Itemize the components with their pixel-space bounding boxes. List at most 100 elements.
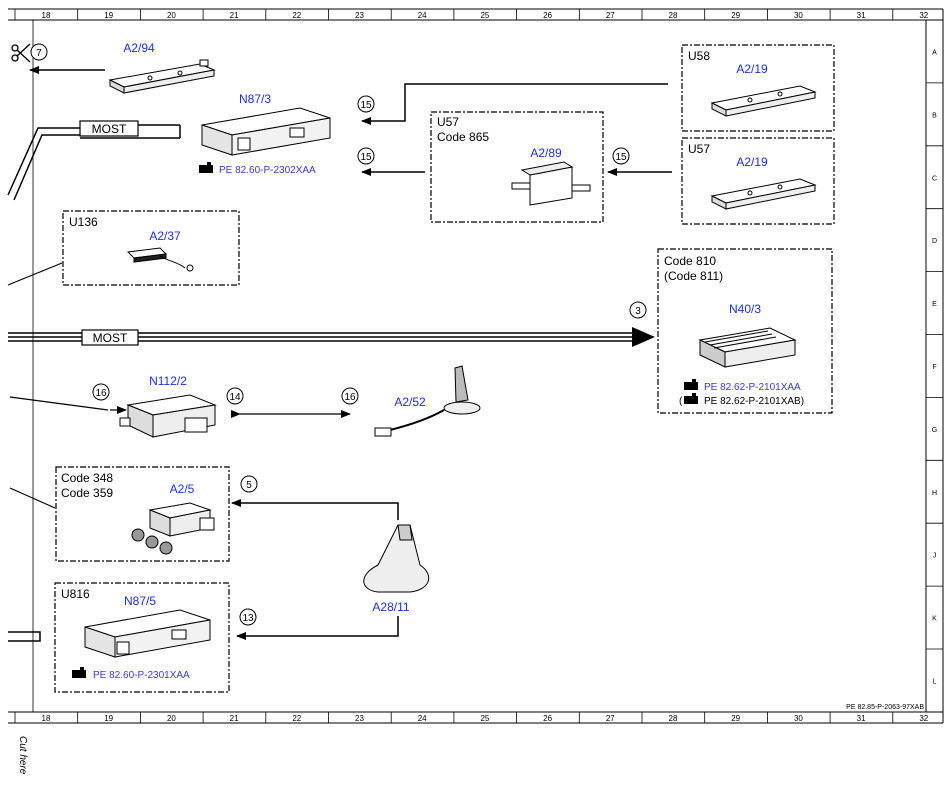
callout-16-right: 16 [341,387,359,405]
column-label: 32 [919,11,928,20]
box-code348 [55,466,230,562]
column-label: 30 [794,714,803,723]
label-a2-5: A2/5 [170,482,195,496]
component-a2-89 [511,161,591,206]
column-label: 20 [167,11,176,20]
svg-text:5: 5 [246,480,252,491]
svg-text:13: 13 [242,613,254,624]
column-label: 31 [857,714,866,723]
callout-13: 13 [239,608,257,626]
callout-5: 5 [240,475,258,493]
svg-text:15: 15 [615,152,627,163]
row-label: A [932,49,937,56]
scissors-icon [11,43,31,63]
document-id: PE 82.85-P-2063-97XAB [846,704,924,711]
column-label: 24 [418,714,427,723]
column-label: 28 [669,11,678,20]
column-label: 18 [42,11,51,20]
column-label: 26 [543,11,552,20]
ref-n87-5: PE 82.60-P-2301XAA [93,670,190,681]
callout-14: 14 [226,387,244,405]
label-a2-89: A2/89 [530,146,562,160]
column-label: 20 [167,714,176,723]
row-label: C [932,175,937,182]
antenna-amplifier-a2-94 [108,59,216,94]
column-label: 29 [731,714,740,723]
arrow-a2-19-u58 [361,83,668,125]
label-a2-37: A2/37 [149,229,181,243]
label-code811: (Code 811) [664,269,723,283]
column-label: 26 [543,714,552,723]
ref-n87-3: PE 82.60-P-2302XAA [219,165,316,176]
label-u57-right: U57 [688,142,710,156]
pointing-hand-icon [684,379,698,390]
row-label: G [932,427,937,434]
control-unit-n40-3 [698,327,797,368]
bottom-ruler [8,711,943,724]
connector-a2-5 [131,502,215,555]
label-u136: U136 [69,215,98,229]
label-a2-19-u57: A2/19 [736,155,768,169]
label-code865: Code 865 [437,130,489,144]
label-u58: U58 [688,49,710,63]
svg-text:14: 14 [229,392,241,403]
most-bus-main [8,327,655,347]
column-label: 23 [355,714,364,723]
label-code348: Code 348 [61,471,113,485]
arrow-a28-11-to-n87-5 [236,616,399,640]
column-label: 25 [480,714,489,723]
callout-7: 7 [30,43,48,61]
column-label: 27 [606,11,615,20]
column-label: 29 [731,11,740,20]
box-u136 [62,210,240,286]
column-label: 19 [104,11,113,20]
column-label: 30 [794,11,803,20]
svg-text:3: 3 [635,306,641,317]
label-u57-mid: U57 [437,115,459,129]
label-u816: U816 [61,587,90,601]
label-code810: Code 810 [664,254,716,268]
control-unit-n87-5 [84,609,211,658]
control-unit-n87-3 [201,107,331,156]
svg-text:15: 15 [360,100,372,111]
label-code359: Code 359 [61,486,113,500]
ref-n40-3-a: PE 82.62-P-2101XAA [704,382,801,393]
column-ticks: 1818191920202121222223232424252526262727… [14,9,929,723]
row-label: H [932,490,937,497]
left-edge-wires [7,127,109,642]
callout-16-left: 16 [92,383,110,401]
pointing-hand-icon [684,393,698,404]
row-label: K [932,616,937,623]
label-n112-2: N112/2 [149,374,187,388]
box-u816 [54,582,230,693]
label-n87-5: N87/5 [124,594,156,608]
column-label: 25 [480,11,489,20]
label-a2-52: A2/52 [394,395,426,409]
arrow-a28-11-to-a2-5 [231,499,399,520]
column-label: 32 [919,714,928,723]
column-label: 23 [355,11,364,20]
ref-n40-3-open: ( [679,396,683,407]
svg-text:7: 7 [36,48,42,59]
pointing-hand-icon [199,162,213,173]
column-label: 27 [606,714,615,723]
box-u58 [681,44,835,132]
box-u57-code865 [430,111,604,223]
row-label: D [932,238,937,245]
row-label: E [932,301,937,308]
callout-15-right: 15 [612,147,630,165]
antenna-amplifier-a2-19-u58 [710,85,817,117]
most-label-main: MOST [93,331,128,345]
column-label: 31 [857,11,866,20]
column-label: 19 [104,714,113,723]
svg-text:16: 16 [95,388,107,399]
row-label: J [933,553,937,560]
label-n40-3: N40/3 [729,302,761,316]
column-label: 21 [230,714,239,723]
svg-text:16: 16 [344,392,356,403]
callout-3: 3 [629,301,647,319]
row-label: F [932,364,936,371]
column-label: 18 [42,714,51,723]
box-code810 [657,248,833,414]
